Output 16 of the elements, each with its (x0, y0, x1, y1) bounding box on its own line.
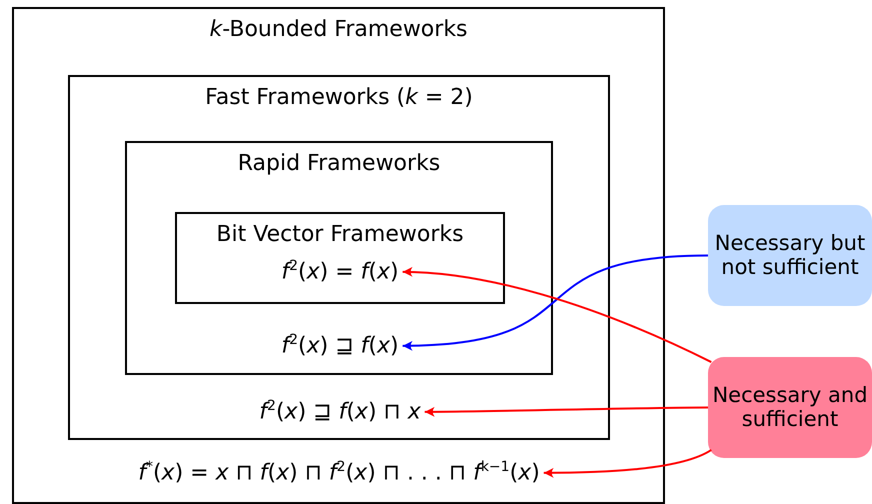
box-heading: Fast Frameworks (k = 2) (204, 85, 474, 110)
condition-box (708, 357, 872, 458)
box-heading: Bit Vector Frameworks (215, 222, 465, 247)
framework-box (68, 75, 610, 440)
formula-text: f$^{*}$(x) = x ⊓ f(x) ⊓ f$^{2}$(x) ⊓ . . . ⊓ f$^{k−1}$(x) (138, 459, 540, 487)
box-heading: Rapid Frameworks (236, 151, 442, 176)
condition-text: Necessary but not sufficient (714, 232, 866, 279)
framework-box (125, 141, 553, 375)
outer-framework-box (12, 7, 665, 504)
formula-text: f$^{2}$(x) = f(x) (281, 258, 399, 286)
condition-box (708, 205, 872, 306)
formula-text: f$^{2}$(x) ⊒ f(x) (281, 332, 399, 360)
condition-text: Necessary and sufficient (712, 384, 868, 431)
box-heading: k-Bounded Frameworks (208, 17, 469, 42)
framework-box (175, 212, 505, 304)
formula-text: f$^{2}$(x) ⊒ f(x) ⊓ x (259, 398, 421, 426)
